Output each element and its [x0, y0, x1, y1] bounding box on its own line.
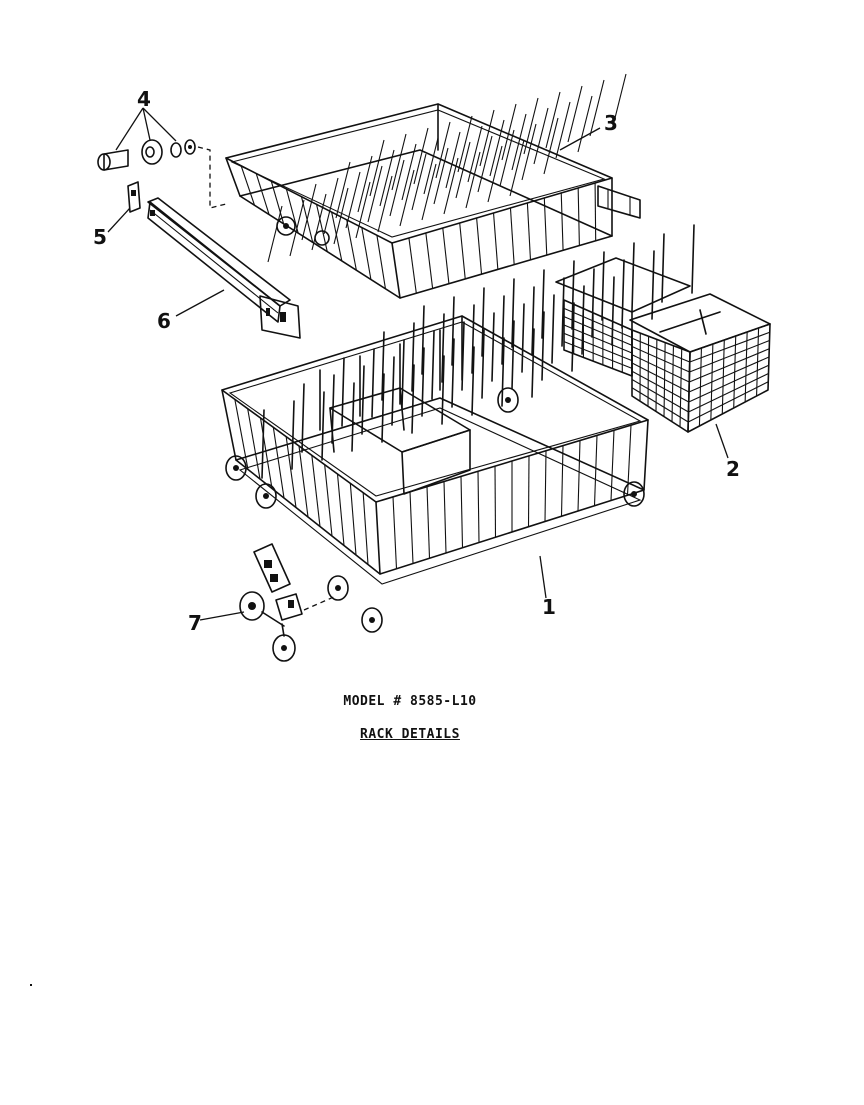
callout-5: 5 — [93, 225, 107, 249]
end-cap — [127, 181, 141, 213]
callout-7: 7 — [188, 611, 202, 635]
model-number: MODEL # 8585-L10 — [343, 694, 477, 709]
callout-4: 4 — [137, 87, 151, 111]
track-stop-kit — [97, 139, 196, 171]
stray-mark — [30, 984, 32, 986]
silverware-basket — [555, 257, 771, 433]
roller-assembly — [239, 543, 303, 662]
callout-1: 1 — [542, 595, 556, 619]
callout-3: 3 — [604, 111, 618, 135]
upper-rack — [225, 73, 641, 299]
lower-rack — [221, 224, 695, 633]
callout-2: 2 — [726, 457, 740, 481]
rack-track — [147, 197, 301, 339]
diagram-title: RACK DETAILS — [360, 727, 460, 742]
callout-6: 6 — [157, 309, 171, 333]
